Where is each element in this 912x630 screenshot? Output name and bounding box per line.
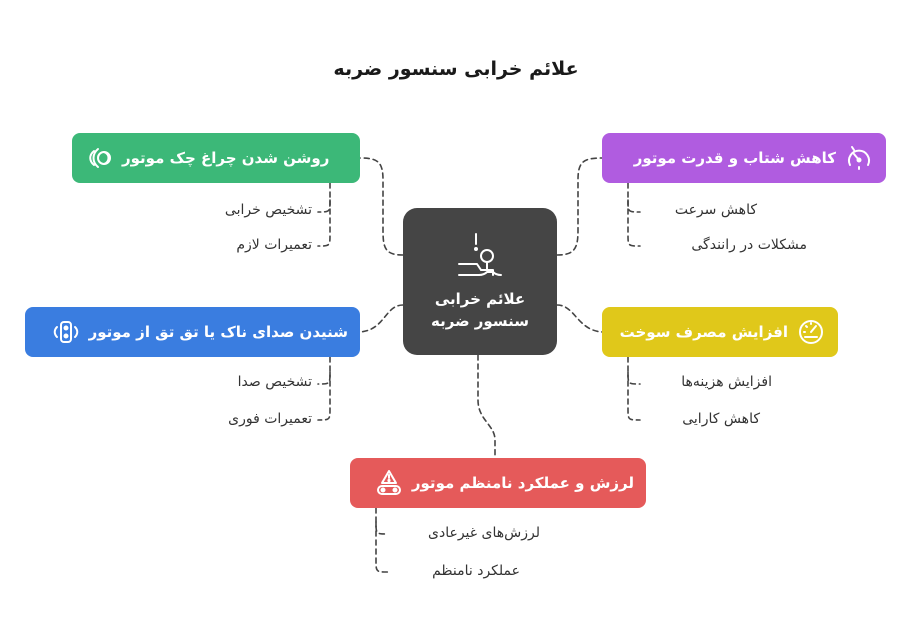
engine-sound-icon [51, 317, 81, 347]
node-check-engine-label: روشن شدن چراغ چک موتور [122, 149, 330, 167]
check-engine-child-2: تعمیرات لازم [236, 237, 312, 253]
node-vibration[interactable]: لرزش و عملکرد نامنظم موتور [350, 458, 646, 508]
fuel-consumption-child-1: افزایش هزینه‌ها [681, 374, 772, 390]
speedometer-icon [844, 143, 874, 173]
node-fuel-consumption[interactable]: افزایش مصرف سوخت [602, 307, 838, 357]
vibration-child-2: عملکرد نامنظم [432, 563, 520, 579]
power-loss-child-2: مشکلات در رانندگی [691, 237, 807, 253]
check-engine-child-1: تشخیص خرابی [224, 202, 312, 218]
central-topic[interactable]: علائم خرابی سنسور ضربه [403, 208, 557, 355]
signal-light-icon [84, 143, 114, 173]
sensor-warning-icon [455, 230, 507, 280]
fuel-consumption-child-2: کاهش کارایی [682, 411, 760, 427]
node-power-loss-label: کاهش شتاب و قدرت موتور [633, 149, 836, 167]
vibration-child-1: لرزش‌های غیرعادی [428, 525, 540, 541]
knock-sound-child-1: تشخیص صدا [237, 374, 312, 390]
knock-sound-child-2: تعمیرات فوری [228, 411, 312, 427]
node-power-loss[interactable]: کاهش شتاب و قدرت موتور [602, 133, 886, 183]
warning-engine-icon [374, 468, 404, 498]
node-fuel-consumption-label: افزایش مصرف سوخت [619, 323, 788, 341]
node-knock-sound-label: شنیدن صدای ناک یا تق تق از موتور [88, 323, 348, 341]
node-vibration-label: لرزش و عملکرد نامنظم موتور [411, 474, 634, 492]
node-check-engine[interactable]: روشن شدن چراغ چک موتور [72, 133, 360, 183]
power-loss-child-1: کاهش سرعت [674, 202, 757, 218]
node-knock-sound[interactable]: شنیدن صدای ناک یا تق تق از موتور [25, 307, 360, 357]
central-topic-label: علائم خرابی سنسور ضربه [403, 288, 557, 332]
central-topic-line1: علائم خرابی [434, 290, 526, 308]
gauge-icon [796, 317, 826, 347]
diagram-title: علائم خرابی سنسور ضربه [333, 58, 579, 80]
central-topic-line2: سنسور ضربه [431, 312, 529, 330]
